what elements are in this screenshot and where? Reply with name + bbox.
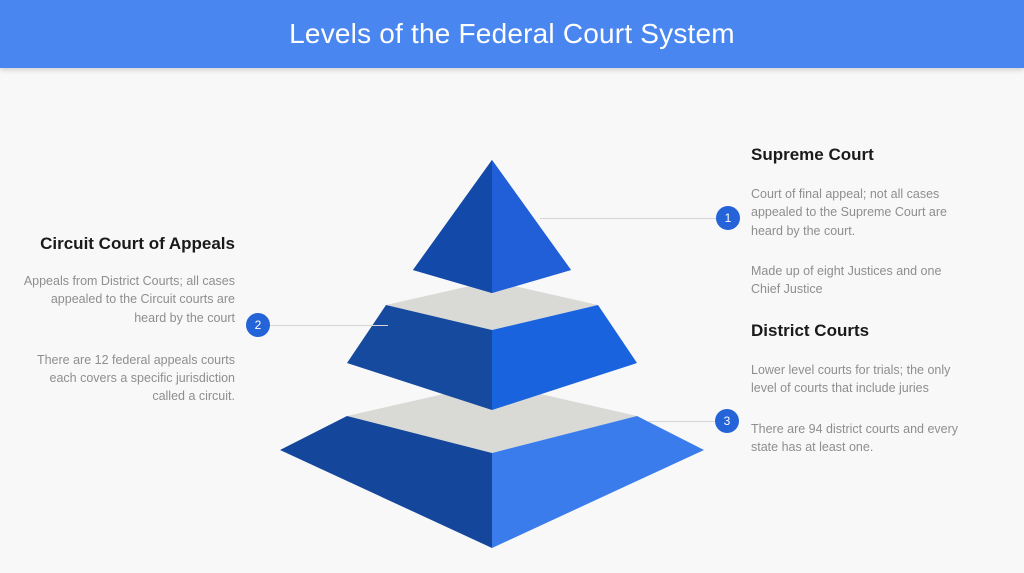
pyramid-svg xyxy=(280,160,704,548)
tier-3-right-face xyxy=(492,416,704,548)
pyramid-diagram xyxy=(255,140,735,565)
badge-2[interactable]: 2 xyxy=(246,313,270,337)
tier-2-left-face xyxy=(347,305,492,410)
tier-3-top-surface xyxy=(347,383,637,453)
badge-1-number: 1 xyxy=(724,211,732,225)
callout-district-courts-paragraph-2: There are 94 district courts and every s… xyxy=(751,421,959,454)
tier-2-right-face xyxy=(492,305,637,410)
tier-1-left-base xyxy=(413,160,492,293)
tier-3-left-face xyxy=(280,416,492,548)
page-title: Levels of the Federal Court System xyxy=(289,18,735,49)
connector-line-2 xyxy=(268,325,388,326)
callout-supreme-court: Supreme Court Court of final appeal; not… xyxy=(751,144,966,298)
callout-circuit-court-title: Circuit Court of Appeals xyxy=(40,234,235,253)
connector-line-1 xyxy=(540,218,720,219)
tier-1-right-base xyxy=(492,160,571,293)
callout-supreme-court-paragraph-2: Made up of eight Justices and one Chief … xyxy=(751,263,942,296)
callout-district-courts-title: District Courts xyxy=(751,321,870,340)
badge-3-number: 3 xyxy=(723,414,731,428)
callout-circuit-court: Circuit Court of Appeals Appeals from Di… xyxy=(20,233,235,405)
callout-district-courts: District Courts Lower level courts for t… xyxy=(751,320,973,456)
badge-2-number: 2 xyxy=(254,318,262,332)
connector-line-3 xyxy=(648,421,720,422)
callout-supreme-court-title: Supreme Court xyxy=(751,145,874,164)
callout-district-courts-paragraph-1: Lower level courts for trials; the only … xyxy=(751,363,951,396)
header-banner: Levels of the Federal Court System xyxy=(0,0,1024,68)
badge-3[interactable]: 3 xyxy=(715,409,739,433)
badge-1[interactable]: 1 xyxy=(716,206,740,230)
callout-circuit-court-paragraph-1: Appeals from District Courts; all cases … xyxy=(23,274,235,325)
tier-2-top-surface xyxy=(386,281,598,330)
callout-supreme-court-paragraph-1: Court of final appeal; not all cases app… xyxy=(751,187,947,238)
callout-circuit-court-paragraph-2: There are 12 federal appeals courts each… xyxy=(36,352,235,403)
